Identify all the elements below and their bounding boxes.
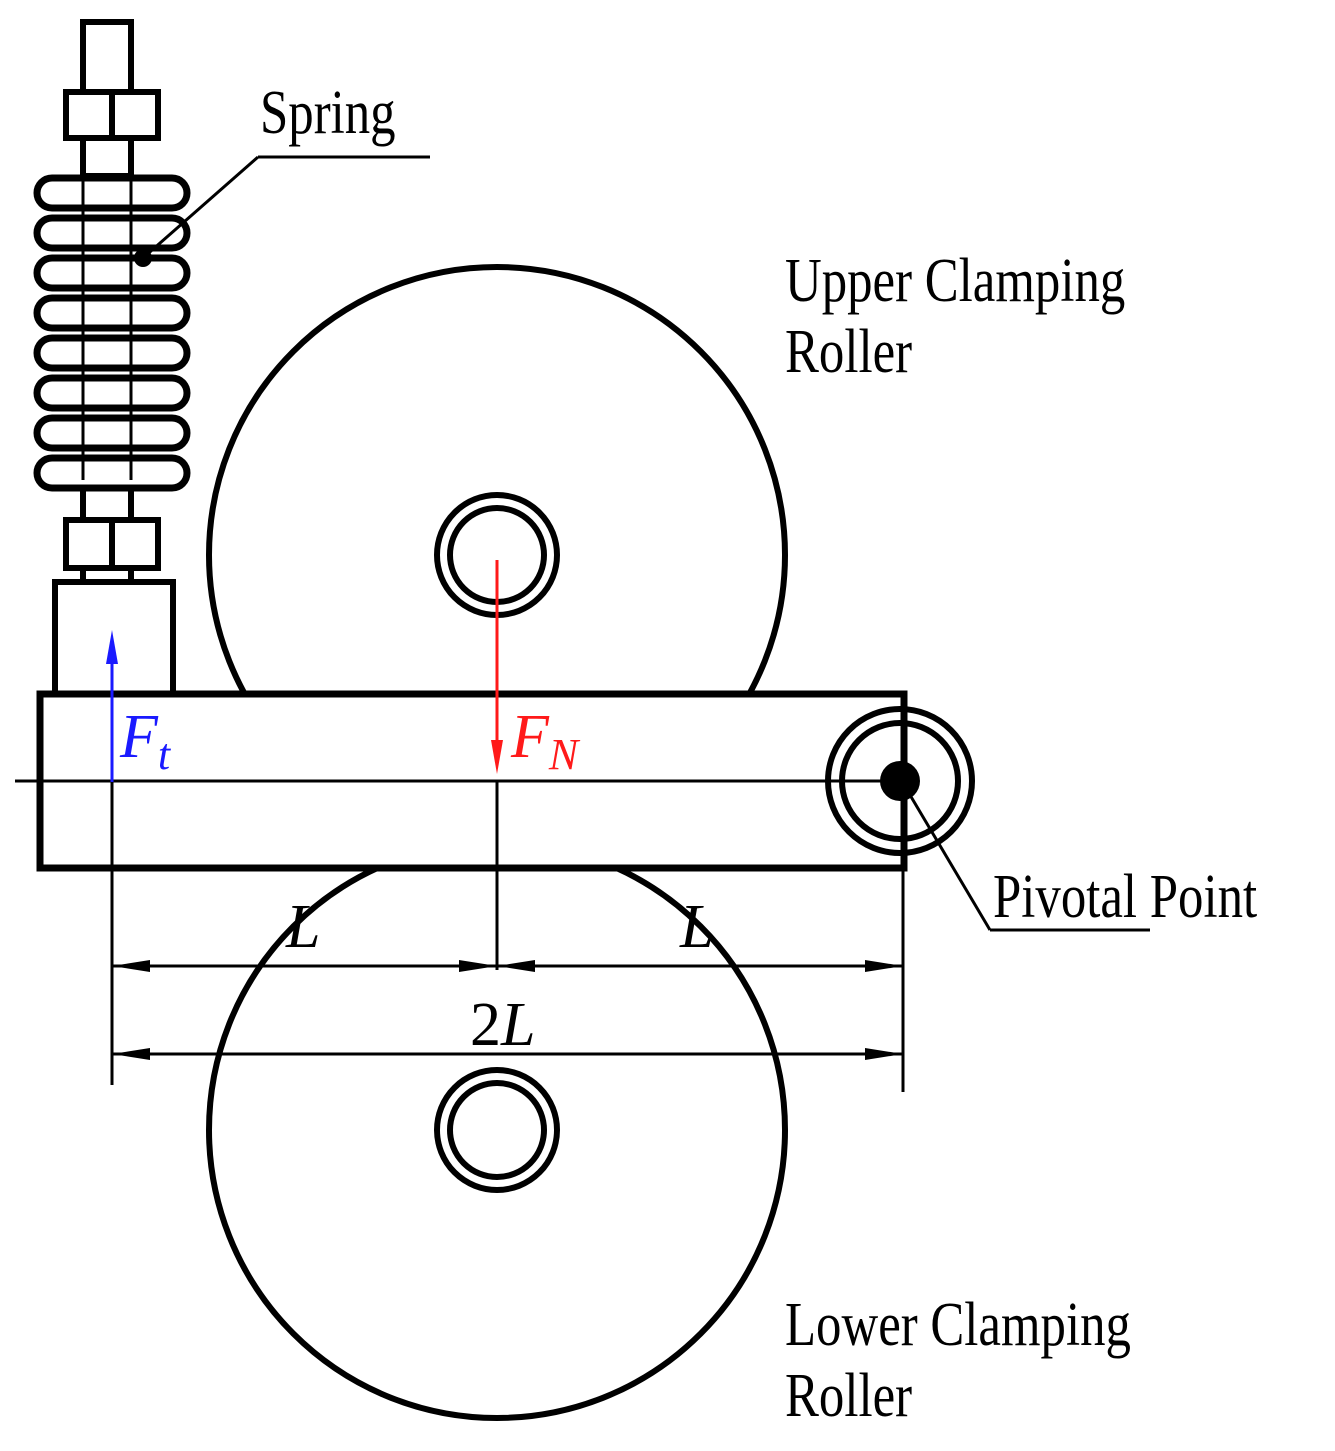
- normal-force-symbol: FN: [511, 703, 579, 779]
- lower-clamping-roller: [206, 870, 788, 1421]
- lower-roller-label: Lower Clamping Roller: [785, 1291, 1131, 1431]
- right-span-dimension: L: [680, 893, 715, 961]
- leader-lines: [134, 155, 1150, 932]
- spring-coils: [33, 174, 191, 492]
- upper-roller-label: Upper Clamping Roller: [785, 247, 1126, 387]
- pivot-label: Pivotal Point: [993, 863, 1258, 931]
- normal-force-arrow: [491, 560, 503, 774]
- dimension-lines: [112, 960, 903, 1060]
- left-span-dimension: L: [286, 893, 321, 961]
- total-span-dimension: 2L: [470, 991, 536, 1059]
- tension-force-symbol: Ft: [120, 703, 171, 779]
- tension-force-arrow: [106, 630, 118, 782]
- spring-label: Spring: [260, 79, 396, 147]
- spring-assembly: [33, 19, 191, 697]
